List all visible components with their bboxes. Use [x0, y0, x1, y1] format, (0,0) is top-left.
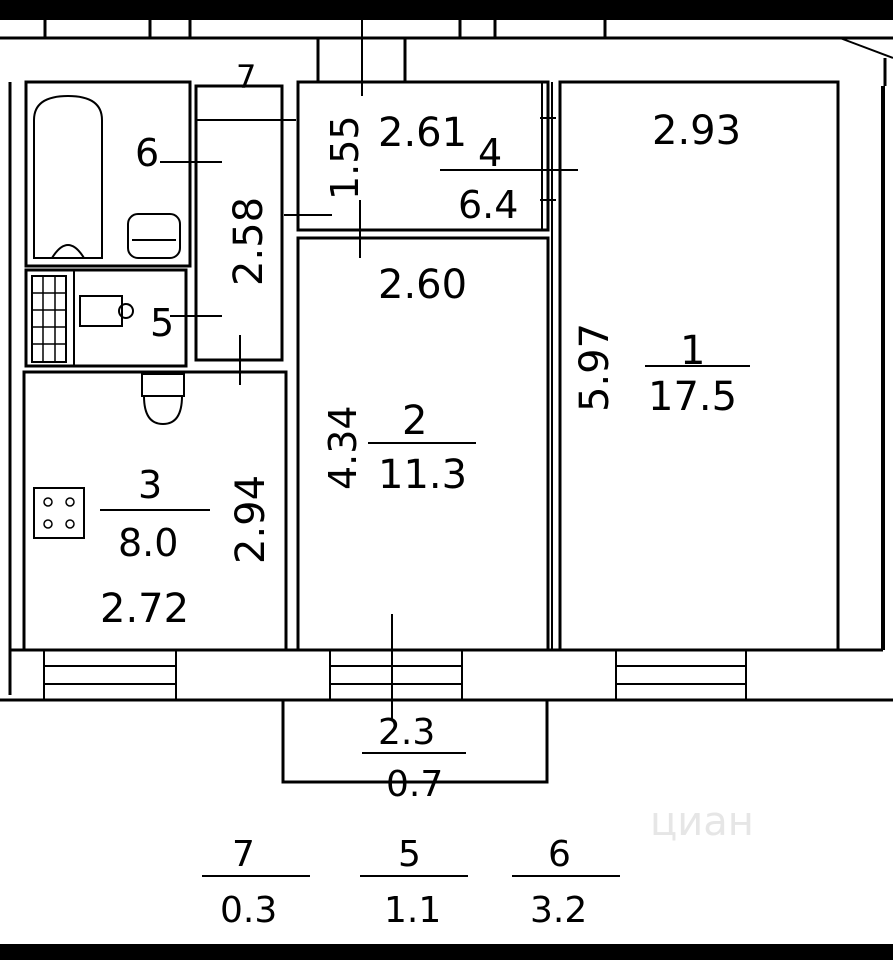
legend-item: 6 3.2 — [512, 834, 620, 931]
balcony-number: 2.3 — [378, 712, 435, 753]
room-6-bathroom — [24, 80, 192, 268]
room-1-number: 1 — [680, 328, 705, 374]
room-7-corridor — [194, 84, 296, 385]
room-6-number: 6 — [135, 131, 159, 175]
room-5-toilet — [24, 268, 188, 368]
top-frame-bar — [0, 0, 893, 20]
room-7-number: 7 — [236, 58, 256, 96]
bathtub-icon — [33, 94, 103, 259]
legend-area: 0.3 — [220, 890, 277, 931]
balcony-area: 0.7 — [386, 764, 443, 805]
watermark-text: циан — [650, 799, 754, 845]
window — [329, 649, 463, 701]
bottom-outer-wall — [0, 648, 893, 702]
room-2-width: 2.60 — [378, 262, 467, 308]
room-3-width: 2.72 — [100, 586, 189, 632]
legend-area: 3.2 — [530, 890, 587, 931]
top-outer-wall — [0, 20, 893, 86]
bottom-frame-bar — [0, 944, 893, 960]
room-4-width: 2.61 — [378, 110, 467, 156]
room-3-area: 8.0 — [118, 521, 178, 565]
window — [615, 649, 747, 701]
stove-icon — [33, 487, 85, 539]
room-1-area: 17.5 — [648, 374, 737, 420]
balcony — [281, 698, 549, 784]
sink-icon — [141, 373, 185, 426]
legend-number: 5 — [398, 834, 421, 875]
room-2-length: 4.34 — [321, 405, 365, 490]
room-4-number: 4 — [478, 131, 502, 175]
room-7-length: 2.58 — [226, 197, 272, 286]
sink-icon — [127, 213, 181, 259]
room-4-area: 6.4 — [458, 183, 518, 227]
room-2-area: 11.3 — [378, 452, 467, 498]
room-3-length: 2.94 — [228, 475, 274, 564]
toilet-icon — [79, 295, 134, 327]
radiator-icon — [31, 275, 67, 363]
legend-item: 7 0.3 — [202, 834, 310, 931]
room-4 — [284, 20, 556, 258]
legend-item: 5 1.1 — [360, 834, 468, 931]
room-4-length: 1.55 — [323, 115, 367, 200]
room-1-width: 2.93 — [652, 108, 741, 154]
room-2-number: 2 — [402, 398, 427, 444]
room-3-number: 3 — [138, 463, 162, 507]
legend-number: 7 — [232, 834, 255, 875]
room-1-length: 5.97 — [572, 323, 618, 412]
room-5-number: 5 — [150, 301, 174, 345]
window — [43, 649, 177, 701]
legend-number: 6 — [548, 834, 571, 875]
legend-area: 1.1 — [384, 890, 441, 931]
